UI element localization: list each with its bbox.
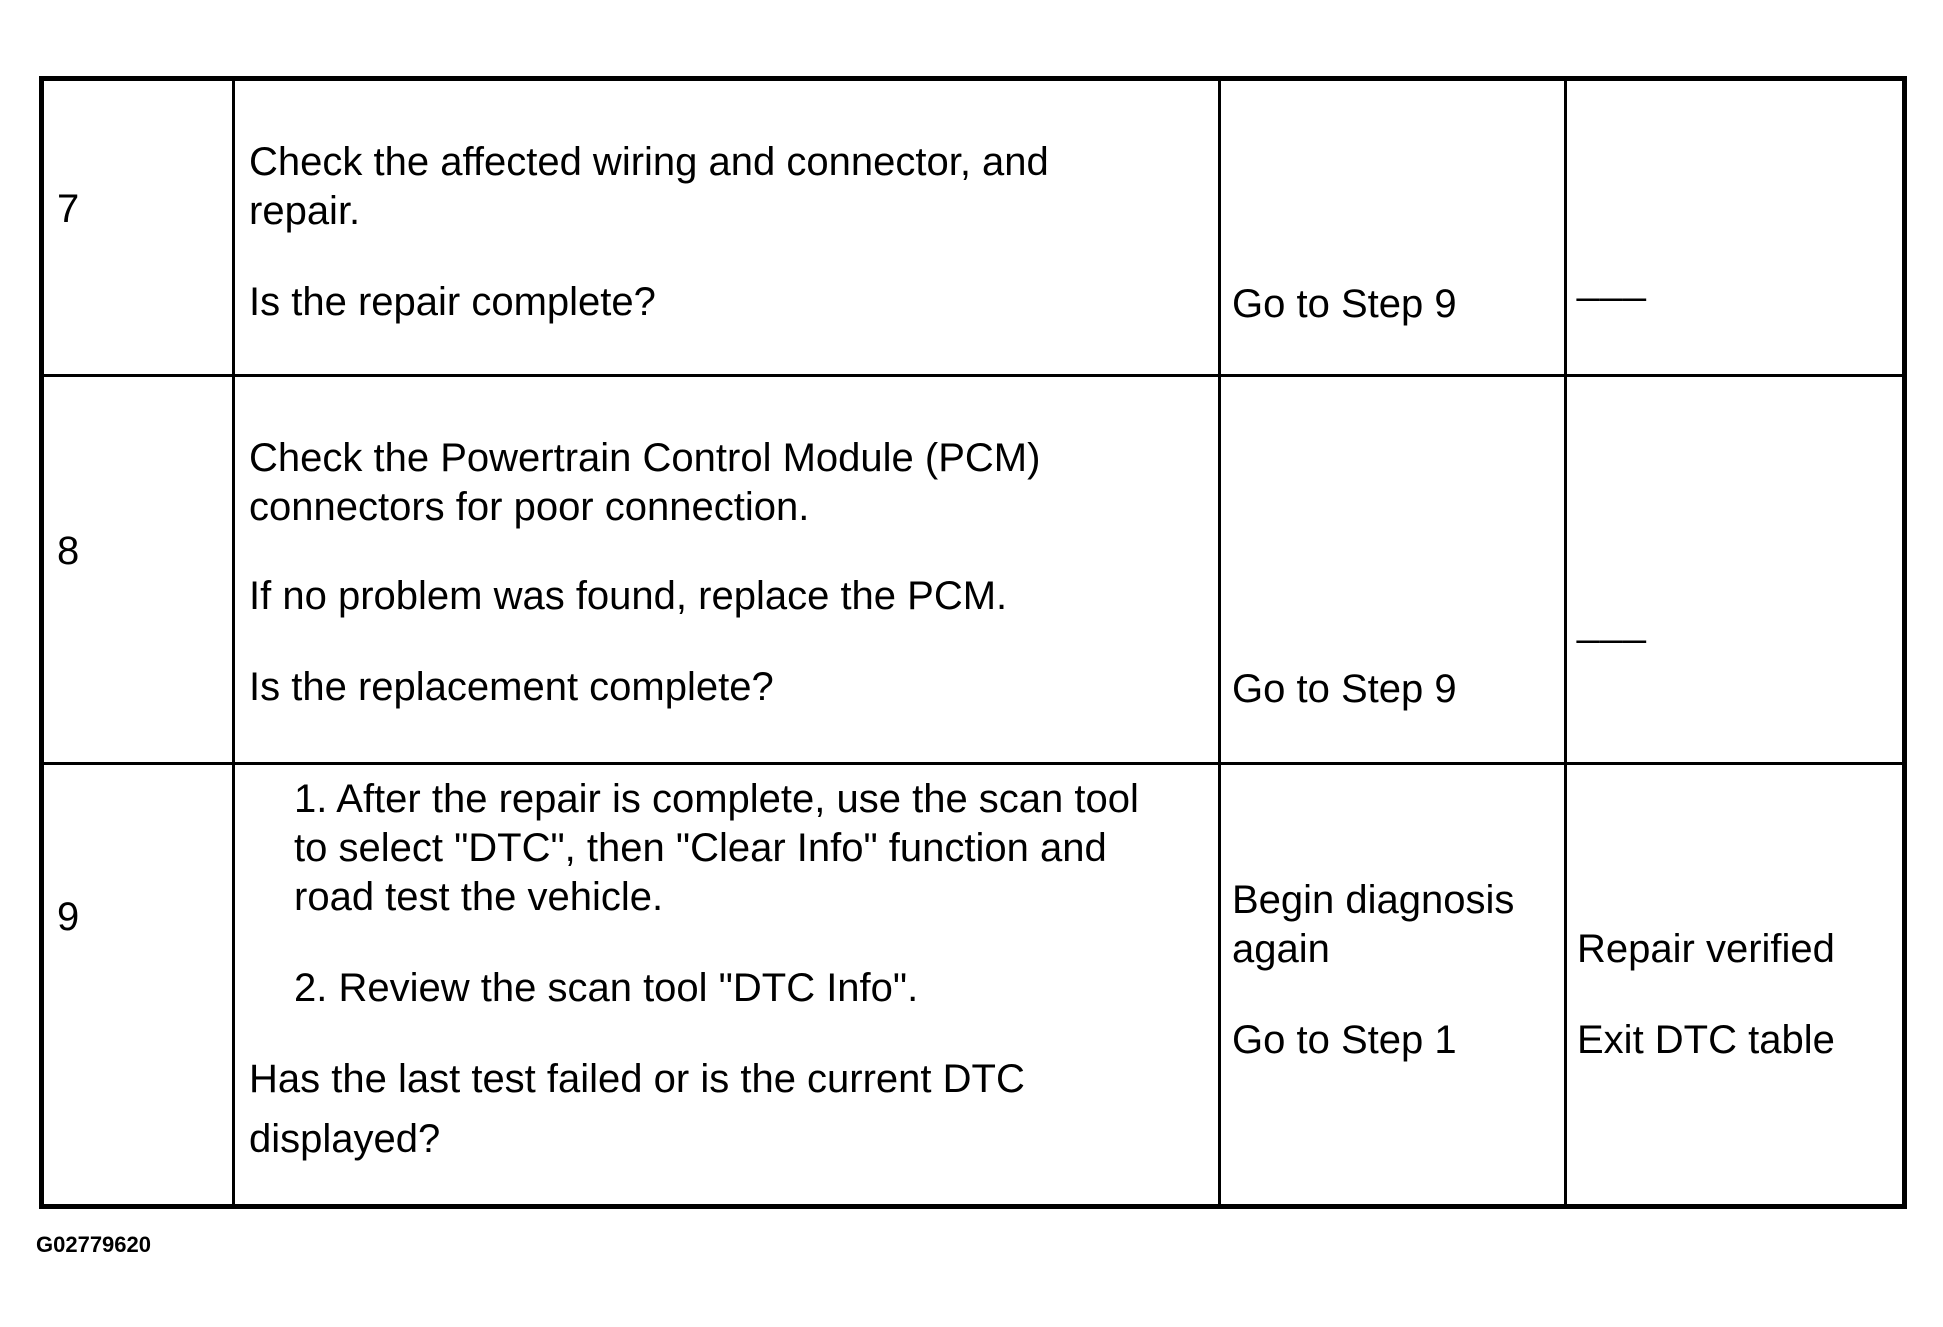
action-text: road test the vehicle. xyxy=(294,875,664,919)
action-cell: Check the Powertrain Control Module (PCM… xyxy=(249,434,1040,712)
figure-code: G02779620 xyxy=(36,1232,151,1257)
question-text: Is the replacement complete? xyxy=(249,665,774,709)
diagnostic-table: 7 Check the affected wiring and connecto… xyxy=(39,76,1907,1209)
yes-cell: Go to Step 9 xyxy=(1232,667,1457,711)
no-cell: ___ xyxy=(1577,600,1647,644)
action-text: 2. Review the scan tool "DTC Info". xyxy=(294,966,919,1010)
action-text: If no problem was found, replace the PCM… xyxy=(249,574,1008,618)
action-text: repair. xyxy=(249,189,361,233)
action-text: Check the Powertrain Control Module (PCM… xyxy=(249,436,1041,480)
action-cell: Check the affected wiring and connector,… xyxy=(249,138,1049,327)
yes-text: again xyxy=(1232,927,1330,971)
row-divider xyxy=(44,374,1902,377)
step-number: 8 xyxy=(57,529,80,573)
action-text: connectors for poor connection. xyxy=(249,485,810,529)
yes-text: Begin diagnosis xyxy=(1232,878,1515,922)
column-divider xyxy=(1218,81,1221,1204)
no-cell: ___ xyxy=(1577,258,1647,302)
no-text: Exit DTC table xyxy=(1577,1018,1835,1062)
yes-cell: Begin diagnosis again Go to Step 1 xyxy=(1232,876,1514,1065)
no-cell: Repair verified Exit DTC table xyxy=(1577,925,1835,1065)
numbered-step-2: 2. Review the scan tool "DTC Info". xyxy=(249,964,1139,1013)
question-text: Is the repair complete? xyxy=(249,280,656,324)
step-number: 9 xyxy=(57,895,80,939)
action-text: 1. After the repair is complete, use the… xyxy=(294,777,1139,821)
step-number: 7 xyxy=(57,187,80,231)
numbered-step-1: 1. After the repair is complete, use the… xyxy=(249,775,1139,922)
yes-text: Go to Step 1 xyxy=(1232,1018,1457,1062)
question-text: displayed? xyxy=(249,1117,441,1161)
row-divider xyxy=(44,762,1902,765)
yes-cell: Go to Step 9 xyxy=(1232,282,1457,326)
column-divider xyxy=(1564,81,1567,1204)
action-text: Check the affected wiring and connector,… xyxy=(249,140,1049,184)
question-text: Has the last test failed or is the curre… xyxy=(249,1057,1025,1101)
action-cell: 1. After the repair is complete, use the… xyxy=(249,775,1139,1164)
column-divider xyxy=(232,81,235,1204)
no-text: Repair verified xyxy=(1577,927,1835,971)
action-text: to select "DTC", then "Clear Info" funct… xyxy=(294,826,1107,870)
